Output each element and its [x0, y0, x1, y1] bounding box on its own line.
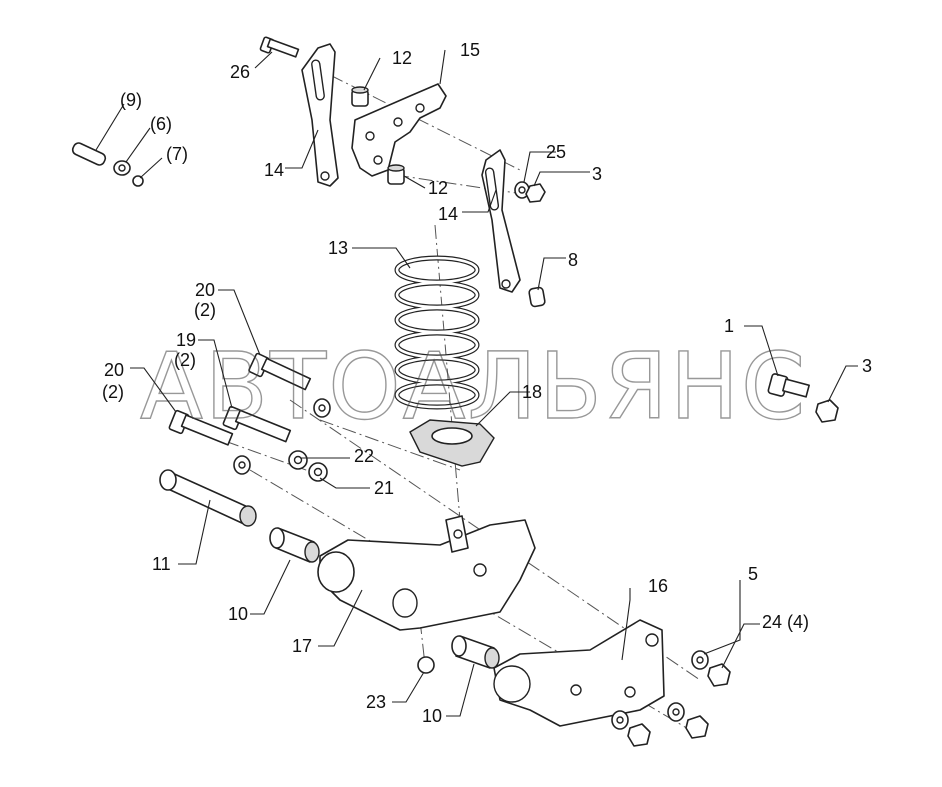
callout-14-lower: 14 [438, 204, 458, 224]
leader-lines [95, 49, 858, 717]
callout-22: 22 [354, 446, 374, 466]
callout-20-upper-qty: (2) [194, 300, 216, 320]
callout-10-right: 10 [422, 706, 442, 726]
pin-9 [71, 142, 107, 166]
callout-1: 1 [724, 316, 734, 336]
bolt-19 [222, 405, 292, 443]
bolt-1 [767, 373, 810, 398]
bushing-10-left [269, 527, 320, 563]
pin-8 [528, 286, 546, 308]
callout-3-right: 3 [862, 356, 872, 376]
plate-16 [493, 619, 665, 727]
nut-3-upper [525, 183, 546, 203]
callout-12-lower: 12 [428, 178, 448, 198]
callout-19: 19 [176, 330, 196, 350]
clip-7 [132, 175, 144, 187]
callout-25: 25 [546, 142, 566, 162]
callout-21: 21 [374, 478, 394, 498]
callout-10-left: 10 [228, 604, 248, 624]
callout-20-upper: 20 [195, 280, 215, 300]
callout-20-lower: 20 [104, 360, 124, 380]
nut-24-c [685, 715, 709, 739]
callout-7: (7) [166, 144, 188, 164]
link-14-lower [481, 149, 521, 293]
washer-upper [313, 398, 331, 418]
spring-pad-18 [409, 419, 495, 467]
washer-lower [233, 455, 251, 475]
nut-3-right [815, 399, 839, 423]
washer-5-b [611, 710, 629, 730]
washer-22 [288, 450, 308, 470]
callout-14-upper: 14 [264, 160, 284, 180]
bolt-20-upper [248, 352, 312, 391]
nut-24-a [707, 663, 731, 687]
callout-6: (6) [150, 114, 172, 134]
arm-17 [317, 515, 536, 631]
bushing-10-right [451, 635, 500, 669]
washer-21 [308, 462, 328, 482]
washer-5-a [691, 650, 709, 670]
callout-labels: 26 12 15 (9) (6) (7) 14 12 25 3 14 8 13 … [102, 40, 872, 726]
callout-5: 5 [748, 564, 758, 584]
bolt-20-lower [168, 409, 234, 446]
callout-16: 16 [648, 576, 668, 596]
callout-9: (9) [120, 90, 142, 110]
callout-19-qty: (2) [174, 350, 196, 370]
callout-8: 8 [568, 250, 578, 270]
nut-24-b [627, 723, 651, 747]
callout-20-lower-qty: (2) [102, 382, 124, 402]
callout-12-upper: 12 [392, 48, 412, 68]
plug-23 [417, 656, 435, 674]
callout-26: 26 [230, 62, 250, 82]
link-14-upper [301, 43, 339, 187]
bushing-12-upper [351, 86, 369, 107]
callout-13: 13 [328, 238, 348, 258]
spring-13 [394, 255, 480, 410]
watermark-text: АВТОАЛЬЯНС [140, 333, 807, 440]
bracket-15 [351, 83, 447, 177]
washer-5-c [667, 702, 685, 722]
tube-11 [159, 469, 257, 527]
callout-17: 17 [292, 636, 312, 656]
callout-18: 18 [522, 382, 542, 402]
callout-23: 23 [366, 692, 386, 712]
callout-3-upper: 3 [592, 164, 602, 184]
bolt-26 [259, 36, 300, 58]
callout-15: 15 [460, 40, 480, 60]
washer-6 [113, 160, 131, 176]
callout-24: 24 (4) [762, 612, 809, 632]
bushing-12-lower [387, 164, 405, 185]
callout-11: 11 [152, 554, 171, 574]
